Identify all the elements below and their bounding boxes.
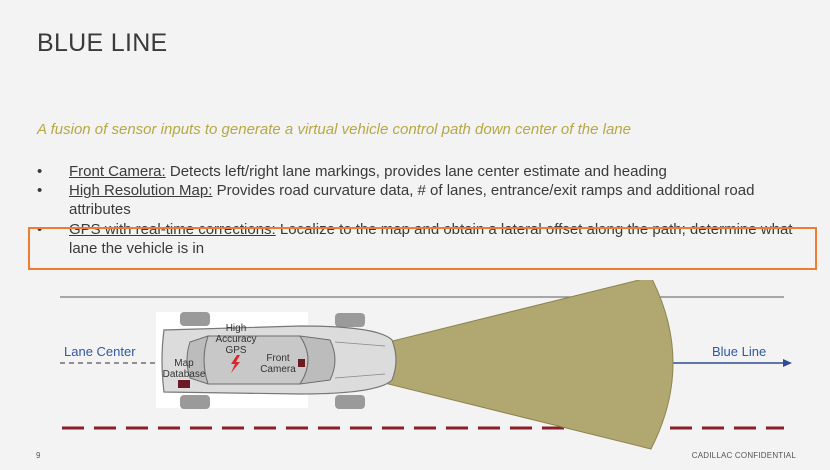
map-database-icon [178,380,190,388]
bullet-item-high-resolution-map: • High Resolution Map: Provides road cur… [37,181,817,219]
camera-field-of-view-cone [303,280,674,450]
vehicle-illustration [156,312,397,409]
camera-label-line-1: Front [266,353,290,364]
page-number: 9 [36,451,41,460]
bullet-dot: • [37,182,43,199]
gps-label-line-2: Accuracy [215,334,256,345]
bullet-dot: • [37,163,43,180]
slide-title: BLUE LINE [37,29,168,57]
map-label-line-2: Database [163,369,206,380]
lane-center-label: Lane Center [64,344,136,359]
blue-line-arrowhead-icon [783,359,792,367]
slide-subtitle: A fusion of sensor inputs to generate a … [37,121,631,138]
bullet-text: Provides road curvature data, # of lanes… [69,182,755,218]
front-camera-icon [298,359,305,367]
gps-label-line-3: GPS [225,345,246,356]
bullet-text: Localize to the map and obtain a lateral… [69,221,793,257]
map-label-line-1: Map [174,358,194,369]
camera-label-line-2: Camera [260,364,296,375]
bullet-list: • Front Camera: Detects left/right lane … [37,162,817,258]
lane-diagram: Lane Center Blue Line High Accuracy GPS … [60,280,792,450]
lightning-bolt-icon [231,355,240,373]
blue-line-label: Blue Line [712,344,766,359]
bullet-dot: • [37,221,43,238]
gps-highlight-box [28,227,817,270]
gps-label-line-1: High [226,323,247,334]
bullet-term: High Resolution Map: [69,182,213,199]
bullet-text: Detects left/right lane markings, provid… [165,163,667,180]
bullet-term: GPS with real-time corrections: [69,221,276,238]
confidential-footer: CADILLAC CONFIDENTIAL [691,451,796,460]
bullet-item-gps: • GPS with real-time corrections: Locali… [37,220,817,258]
bullet-item-front-camera: • Front Camera: Detects left/right lane … [37,162,817,181]
bullet-term: Front Camera: [69,163,166,180]
